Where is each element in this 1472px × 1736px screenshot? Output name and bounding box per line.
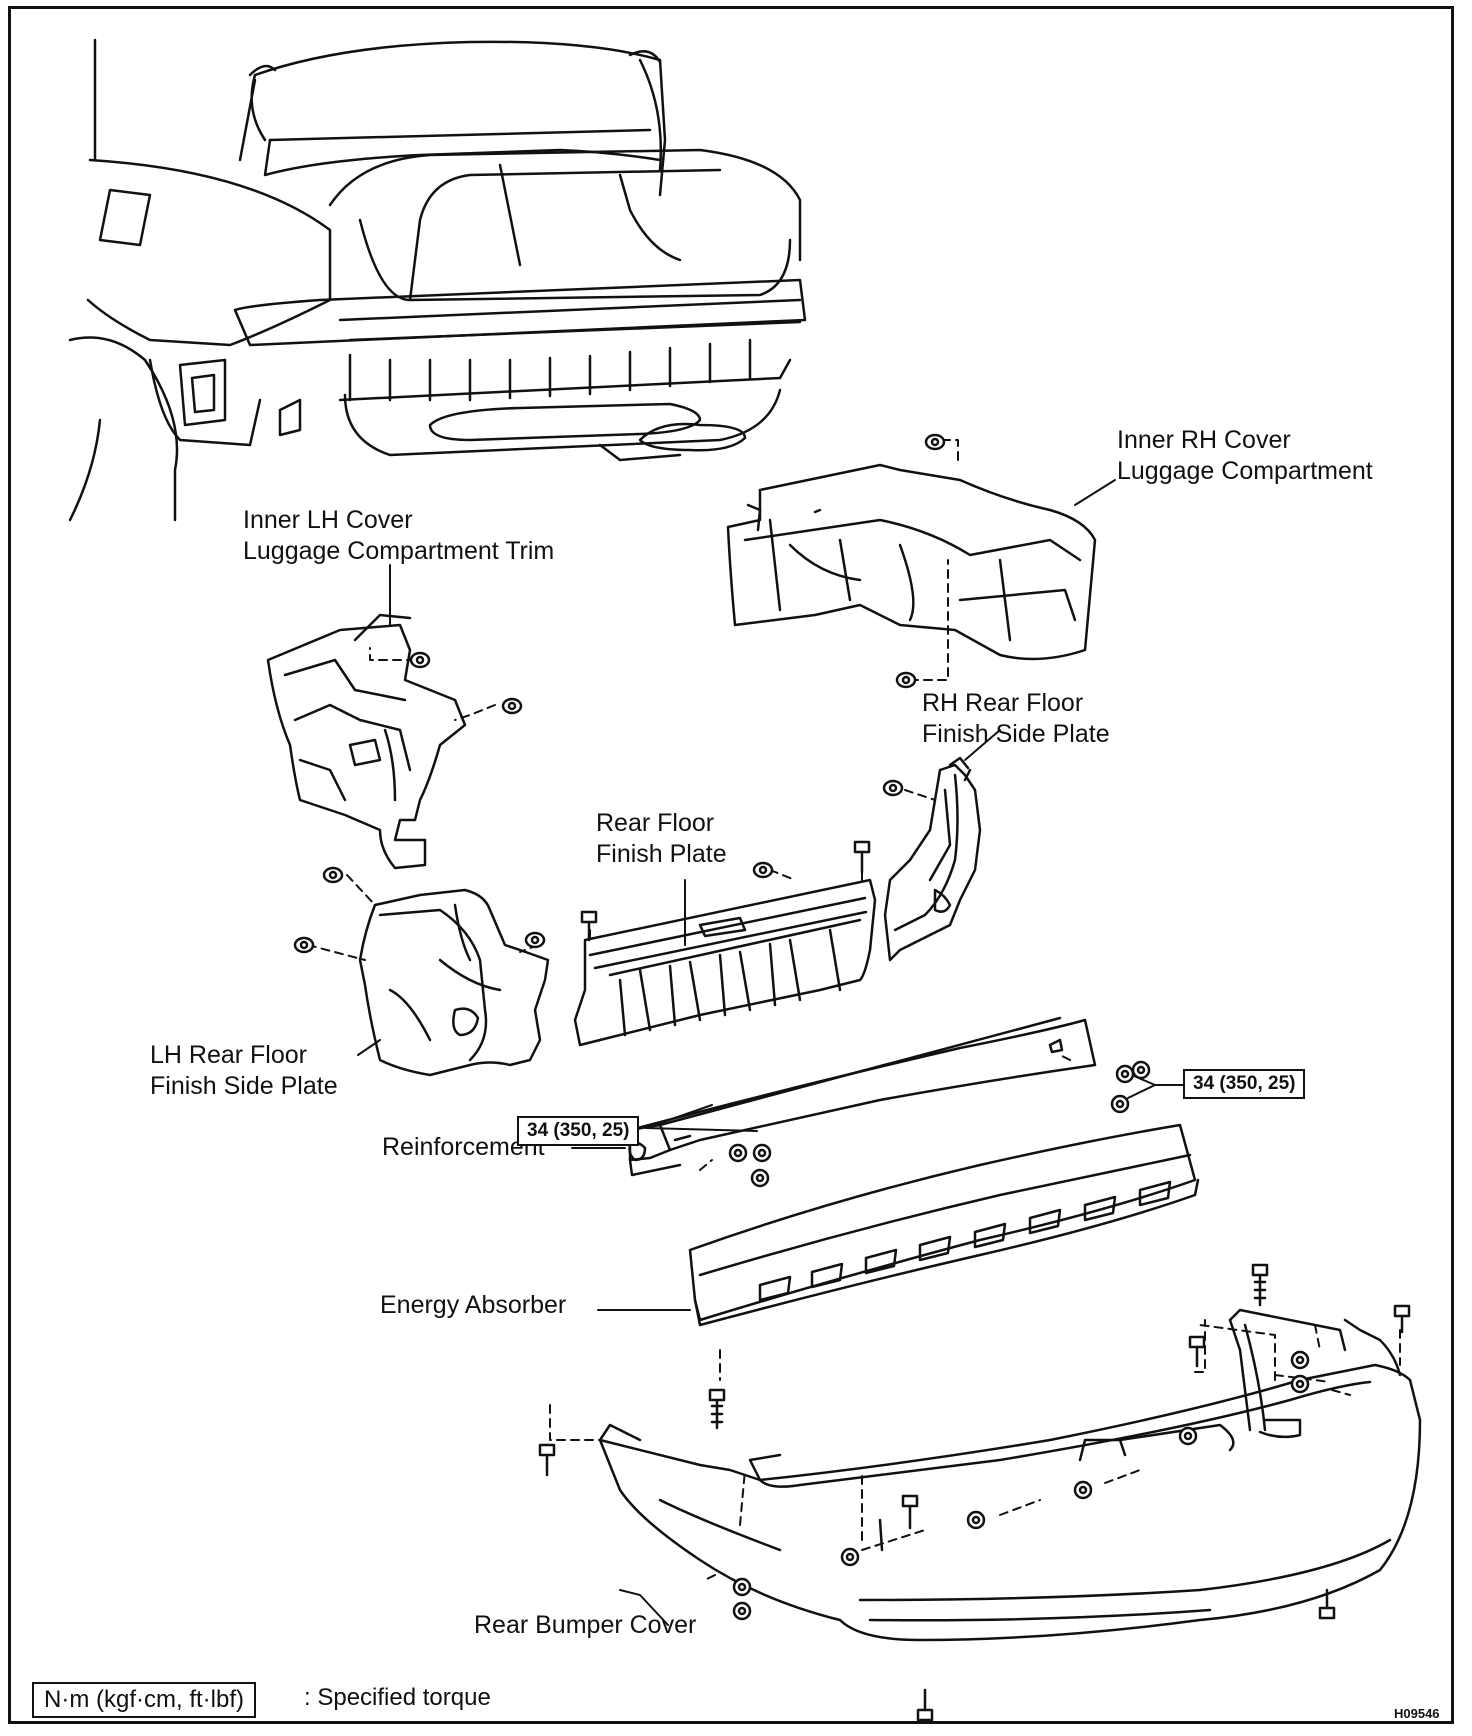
- label-line: Luggage Compartment Trim: [243, 537, 555, 565]
- bolt-icon: [580, 910, 598, 942]
- label-leader-lines: [357, 479, 1184, 1626]
- rear-floor-finish-plate-part: [573, 878, 877, 1047]
- bolt-icon: [1188, 1335, 1206, 1368]
- nut-icon: [1110, 1094, 1130, 1114]
- nut-icon: [1073, 1480, 1093, 1500]
- inner-lh-cover-part: [266, 613, 467, 870]
- clip-icon: [322, 866, 344, 884]
- nut-icon: [732, 1577, 752, 1597]
- clip-icon: [752, 861, 774, 879]
- label-line: Finish Side Plate: [150, 1072, 338, 1100]
- nut-icon: [728, 1143, 748, 1163]
- clip-icon: [293, 936, 315, 954]
- clip-icon: [409, 651, 431, 669]
- label-line: Finish Plate: [596, 840, 727, 868]
- bolt-icon: [901, 1494, 919, 1530]
- clip-icon: [924, 433, 946, 451]
- bolt-icon: [538, 1443, 556, 1477]
- clip-icon: [882, 779, 904, 797]
- nut-icon: [840, 1547, 860, 1567]
- vehicle-rear-body: [68, 38, 807, 522]
- nut-icon: [1290, 1374, 1310, 1394]
- nut-icon: [752, 1143, 772, 1163]
- label-line: RH Rear Floor: [922, 689, 1084, 717]
- nut-icon: [1178, 1426, 1198, 1446]
- inner-rh-cover-part: [726, 463, 1097, 661]
- torque-spec-right: 34 (350, 25): [1183, 1069, 1306, 1099]
- label-inner-rh-cover: Inner RH Cover Luggage Compartment: [1117, 425, 1373, 487]
- label-line: Inner RH Cover: [1117, 426, 1291, 454]
- clip-icon: [524, 931, 546, 949]
- bolt-icon: [1318, 1588, 1336, 1620]
- label-line: LH Rear Floor: [150, 1041, 307, 1069]
- label-rh-side-plate: RH Rear Floor Finish Side Plate: [922, 688, 1110, 750]
- label-rear-floor-finish-plate: Rear Floor Finish Plate: [596, 808, 727, 870]
- energy-absorber-part: [688, 1123, 1200, 1327]
- label-line: Rear Floor: [596, 809, 715, 837]
- nut-icon: [750, 1168, 770, 1188]
- label-line: Inner LH Cover: [243, 506, 413, 534]
- label-rear-bumper-cover: Rear Bumper Cover: [474, 1611, 697, 1639]
- nut-icon: [1290, 1350, 1310, 1370]
- figure-code: H09546: [1394, 1706, 1440, 1721]
- torque-spec-left: 34 (350, 25): [517, 1116, 640, 1146]
- bolt-icon: [916, 1688, 934, 1722]
- torque-legend-text: : Specified torque: [304, 1684, 491, 1711]
- nut-icon: [966, 1510, 986, 1530]
- label-energy-absorber: Energy Absorber: [380, 1291, 567, 1319]
- lh-side-plate-part: [358, 888, 550, 1077]
- reinforcement-part: [628, 1016, 1097, 1177]
- diagram-frame: [8, 6, 1454, 1724]
- clip-icon: [895, 671, 917, 689]
- rear-bumper-cover-part: [598, 1308, 1422, 1642]
- nut-icon: [1131, 1060, 1151, 1080]
- fasteners: [293, 433, 1411, 1722]
- bolt-icon: [1251, 1263, 1269, 1307]
- clip-icon: [501, 697, 523, 715]
- label-lh-side-plate: LH Rear Floor Finish Side Plate: [150, 1040, 338, 1102]
- bolt-icon: [708, 1388, 726, 1430]
- nut-icon: [1115, 1064, 1135, 1084]
- rh-side-plate-part: [883, 756, 982, 962]
- bolt-icon: [853, 840, 871, 874]
- label-inner-lh-cover: Inner LH Cover Luggage Compartment Trim: [243, 505, 554, 567]
- nut-icon: [732, 1601, 752, 1621]
- label-line: Luggage Compartment: [1117, 457, 1373, 485]
- torque-unit-legend: N·m (kgf·cm, ft·lbf): [32, 1682, 256, 1718]
- bolt-icon: [1393, 1304, 1411, 1334]
- label-line: Finish Side Plate: [922, 720, 1110, 748]
